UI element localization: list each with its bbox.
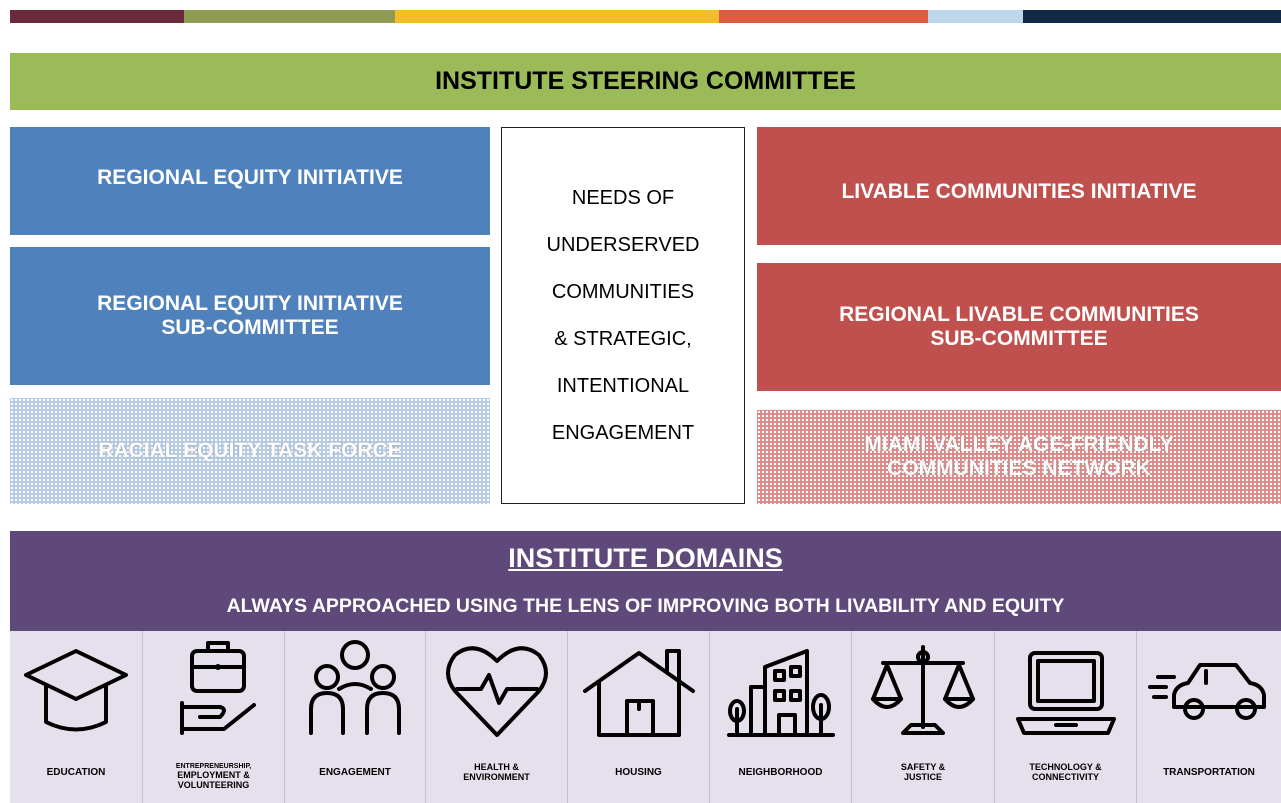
domain-label-line: ENTREPRENEURSHIP, (175, 763, 252, 770)
regional-equity-subcommittee-box: REGIONAL EQUITY INITIATIVE SUB-COMMITTEE (10, 247, 490, 385)
car-icon (1148, 663, 1266, 720)
domain-label-safety: SAFETY & JUSTICE (852, 762, 994, 783)
center-line-6: ENGAGEMENT (551, 421, 695, 444)
domain-label-neighborhood: NEIGHBORHOOD (710, 767, 851, 778)
regional-equity-subcommittee-line2: SUB-COMMITTEE (161, 316, 339, 339)
domain-cell-health: HEALTH & ENVIRONMENT (426, 631, 568, 803)
stripe-1 (10, 10, 184, 23)
stripe-5 (928, 10, 1023, 23)
domain-label-transportation: TRANSPORTATION (1137, 767, 1281, 778)
center-line-3: COMMUNITIES (551, 280, 695, 303)
domain-label-entrepreneurship: ENTREPRENEURSHIP, EMPLOYMENT & VOLUNTEER… (143, 763, 284, 790)
domain-cell-safety: SAFETY & JUSTICE (852, 631, 995, 803)
scales-icon (871, 645, 975, 735)
regional-equity-subcommittee-line1: REGIONAL EQUITY INITIATIVE (97, 291, 403, 315)
stripe-3 (395, 10, 719, 23)
domain-cell-technology: TECHNOLOGY & CONNECTIVITY (995, 631, 1137, 803)
domain-cell-housing: HOUSING (568, 631, 710, 803)
domain-cell-education: EDUCATION (10, 631, 143, 803)
domain-cell-entrepreneurship: ENTREPRENEURSHIP, EMPLOYMENT & VOLUNTEER… (143, 631, 285, 803)
stripe-6 (1023, 10, 1281, 23)
racial-equity-task-force-box: RACIAL EQUITY TASK FORCE (10, 398, 490, 504)
buildings-icon (726, 649, 835, 737)
center-line-2: UNDERSERVED (546, 233, 700, 256)
regional-livable-subcommittee-line2: SUB-COMMITTEE (930, 327, 1108, 350)
steering-committee-banner: INSTITUTE STEERING COMMITTEE (10, 53, 1281, 110)
age-friendly-network-line1: MIAMI VALLEY AGE-FRIENDLY (864, 432, 1174, 456)
stripe-4 (719, 10, 928, 23)
center-line-5: INTENTIONAL (556, 374, 690, 397)
livable-communities-initiative-box: LIVABLE COMMUNITIES INITIATIVE (757, 127, 1281, 245)
domain-cell-transportation: TRANSPORTATION (1137, 631, 1281, 803)
domain-cell-engagement: ENGAGEMENT (285, 631, 426, 803)
graduation-cap-icon (24, 649, 128, 732)
center-line-1: NEEDS OF (571, 186, 675, 209)
stripe-2 (184, 10, 395, 23)
house-icon (582, 649, 695, 737)
domain-label-line: TECHNOLOGY & (1029, 762, 1102, 772)
domain-label-line: HOUSING (615, 767, 662, 778)
regional-equity-initiative-label: REGIONAL EQUITY INITIATIVE (97, 165, 403, 189)
laptop-icon (1015, 651, 1116, 735)
regional-equity-initiative-box: REGIONAL EQUITY INITIATIVE (10, 127, 490, 235)
domain-label-line: JUSTICE (903, 771, 942, 782)
heart-pulse-icon (445, 646, 548, 737)
briefcase-hand-icon (179, 641, 256, 735)
domain-label-line: ENVIRONMENT (463, 771, 530, 782)
regional-livable-subcommittee-box: REGIONAL LIVABLE COMMUNITIES SUB-COMMITT… (757, 263, 1281, 391)
domain-label-housing: HOUSING (568, 767, 709, 778)
domain-label-line: EMPLOYMENT & (177, 769, 250, 780)
age-friendly-network-box: MIAMI VALLEY AGE-FRIENDLY COMMUNITIES NE… (757, 410, 1281, 504)
domain-label-line: TRANSPORTATION (1163, 767, 1255, 778)
regional-livable-subcommittee-line1: REGIONAL LIVABLE COMMUNITIES (839, 302, 1199, 326)
domain-cell-neighborhood: NEIGHBORHOOD (710, 631, 852, 803)
domain-label-engagement: ENGAGEMENT (285, 767, 425, 778)
livable-communities-initiative-label: LIVABLE COMMUNITIES INITIATIVE (841, 179, 1197, 203)
domain-label-line: VOLUNTEERING (177, 779, 250, 790)
domain-label-line: SAFETY & (900, 762, 946, 772)
institute-domains-subtitle: ALWAYS APPROACHED USING THE LENS OF IMPR… (226, 595, 1065, 617)
domain-label-line: HEALTH & (474, 762, 519, 772)
domain-label-health: HEALTH & ENVIRONMENT (426, 762, 567, 783)
racial-equity-task-force-label: RACIAL EQUITY TASK FORCE (98, 438, 402, 462)
underserved-communities-box: NEEDS OF UNDERSERVED COMMUNITIES & STRAT… (501, 127, 745, 504)
center-line-4: & STRATEGIC, (554, 327, 692, 350)
domain-label-line: ENGAGEMENT (319, 767, 391, 778)
people-group-icon (309, 640, 401, 735)
domain-label-line: NEIGHBORHOOD (738, 767, 823, 778)
institute-domains-banner: INSTITUTE DOMAINS ALWAYS APPROACHED USIN… (10, 531, 1281, 631)
domain-label-education: EDUCATION (10, 767, 142, 778)
domain-label-line: CONNECTIVITY (1031, 771, 1099, 782)
domain-label-line: EDUCATION (46, 767, 106, 778)
age-friendly-network-line2: COMMUNITIES NETWORK (887, 457, 1151, 480)
steering-committee-title: INSTITUTE STEERING COMMITTEE (435, 67, 856, 96)
institute-domains-title: INSTITUTE DOMAINS (508, 543, 783, 573)
domain-label-technology: TECHNOLOGY & CONNECTIVITY (995, 762, 1136, 783)
